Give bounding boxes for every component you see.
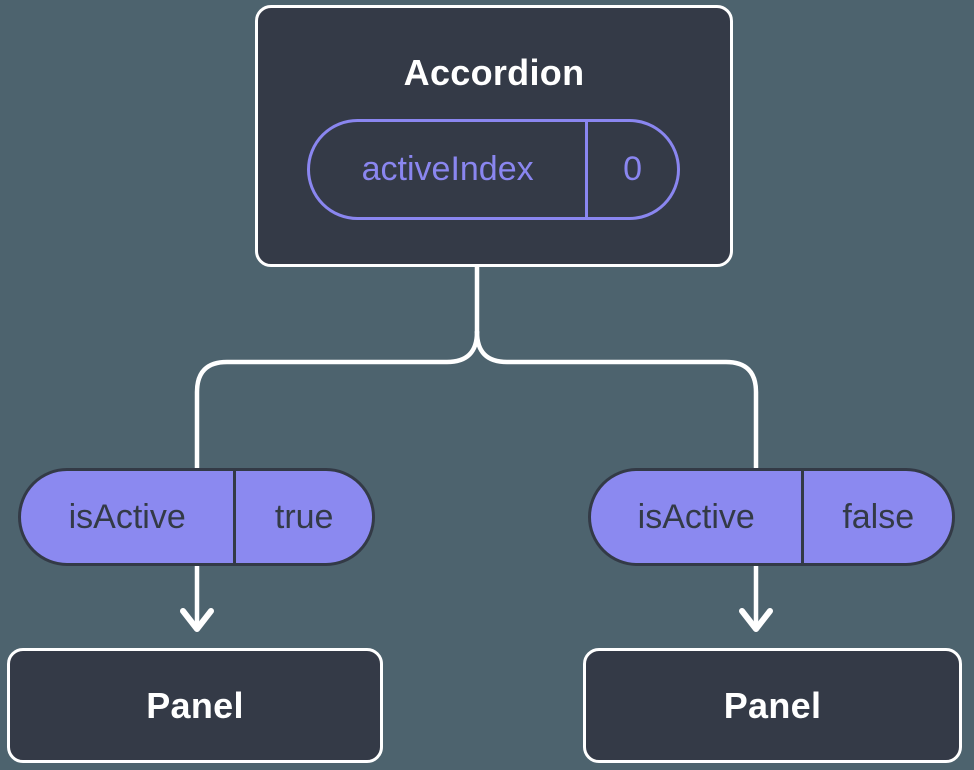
state-pill-label: activeIndex <box>361 150 534 188</box>
prop-pill-left-value: true <box>233 471 372 563</box>
right-branch-line <box>474 329 759 629</box>
prop-pill-right: isActive false <box>588 468 955 566</box>
panel-node-right-title: Panel <box>723 684 822 726</box>
state-pill-value: 0 <box>585 122 677 217</box>
left-branch-line <box>194 329 480 629</box>
prop-pill-right-label: isActive <box>637 497 755 536</box>
panel-node-left-title: Panel <box>146 684 244 726</box>
prop-pill-right-value: false <box>801 471 952 563</box>
accordion-node-title: Accordion <box>403 52 585 93</box>
panel-node-right: Panel <box>583 648 962 763</box>
arrow-down-icon <box>180 608 214 632</box>
prop-pill-left: isActive true <box>18 468 375 566</box>
panel-node-left: Panel <box>7 648 383 763</box>
arrow-down-icon <box>739 608 773 632</box>
prop-pill-left-label: isActive <box>68 497 186 536</box>
accordion-node: Accordion activeIndex 0 <box>255 5 733 267</box>
state-pill: activeIndex 0 <box>307 119 680 220</box>
